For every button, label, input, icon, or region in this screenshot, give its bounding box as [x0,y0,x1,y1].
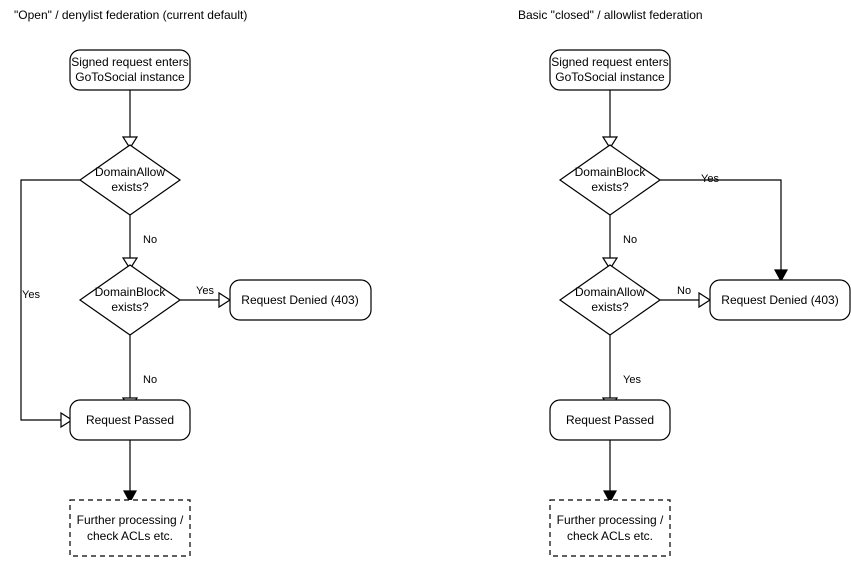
node-decision-domainblock-right-line2: exists? [591,180,629,194]
node-decision-domainallow-right-line2: exists? [591,300,629,314]
edge-label-domainallow-yes-right: Yes [623,374,641,386]
node-request-denied-left-label: Request Denied (403) [241,293,358,307]
edge-label-domainallow-no-left: No [143,234,157,246]
node-decision-domainallow-left-line1: DomainAllow [95,165,165,179]
arrowhead-domainblock-yes-left [218,291,232,309]
arrowhead-domainallow-yes-left [60,411,74,429]
node-decision-domainblock-left-line2: exists? [111,300,149,314]
arrowhead-entry-to-domainallow-left [121,136,139,150]
node-further-processing-right-line2: check ACLs etc. [567,529,653,543]
node-request-denied-right-label: Request Denied (403) [721,293,838,307]
node-further-processing-right-line1: Further processing / [557,513,664,527]
node-further-processing-left-line2: check ACLs etc. [87,529,173,543]
arrowhead-domainallow-no-right [698,291,712,309]
node-decision-domainblock-left-line1: DomainBlock [95,285,167,299]
edge-label-domainblock-no-left: No [143,374,157,386]
arrowhead-domainallow-no-left [121,257,139,271]
node-entry-right-line2: GoToSocial instance [555,70,665,84]
panel-title-open-denylist: "Open" / denylist federation (current de… [14,8,247,22]
node-entry-left-line1: Signed request enters [71,55,188,69]
node-decision-domainallow-left-line2: exists? [111,180,149,194]
edge-label-domainallow-no-right: No [677,285,691,297]
node-further-processing-right [549,499,671,557]
arrowhead-passed-to-further-left [122,490,138,504]
edge-label-domainblock-yes-left: Yes [196,285,214,297]
arrowhead-passed-to-further-right [602,490,618,504]
node-further-processing-left-line1: Further processing / [77,513,184,527]
arrowhead-entry-to-domainblock-right [601,136,619,150]
node-request-denied-left [229,279,372,321]
node-entry-right-line1: Signed request enters [551,55,668,69]
node-decision-domainallow-right-line1: DomainAllow [575,285,645,299]
node-request-passed-left-label: Request Passed [86,413,174,427]
node-entry-left-line2: GoToSocial instance [75,70,185,84]
arrowhead-domainblock-yes-right [773,269,789,283]
arrowhead-domainblock-no-right [601,257,619,271]
edge-label-domainblock-no-right: No [623,234,637,246]
edge-domainblock-yes-right [660,179,782,274]
node-decision-domainblock-right-line1: DomainBlock [575,165,647,179]
node-request-passed-right-label: Request Passed [566,413,654,427]
edge-domainallow-yes-left [20,179,80,421]
node-request-denied-right [709,279,851,321]
node-further-processing-left [69,499,191,557]
edge-label-domainallow-yes-left: Yes [22,289,40,301]
edge-label-domainblock-yes-right: Yes [701,173,719,185]
panel-title-closed-allowlist: Basic "closed" / allowlist federation [518,8,703,22]
